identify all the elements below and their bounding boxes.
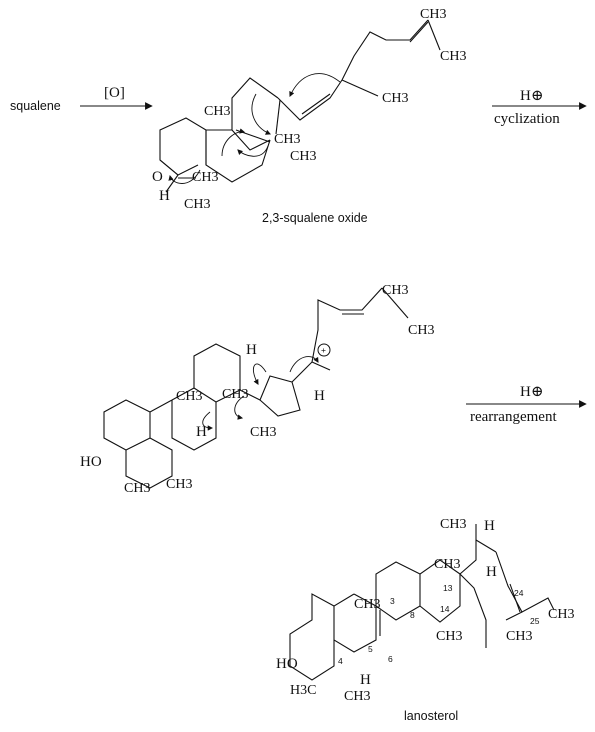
lanosterol-ch3-top: CH3 <box>440 517 466 532</box>
cation-ch3-bottom-a: CH3 <box>124 481 150 496</box>
carbocation-charge-circle <box>317 343 331 357</box>
lanosterol-ch3-right: CH3 <box>548 607 574 622</box>
curved-arrow-3 <box>237 145 269 157</box>
curved-arrow-1 <box>289 73 341 97</box>
lanosterol-ho: HO <box>276 656 298 672</box>
oxidation-reagent: [O] <box>104 85 125 101</box>
lanosterol-num-6: 6 <box>388 654 393 664</box>
lanosterol-num-4: 4 <box>338 656 343 666</box>
epoxide-ch3-mid-right: CH3 <box>382 91 408 106</box>
lanosterol-num-3: 3 <box>390 596 395 606</box>
curved-arrow-2 <box>251 93 271 135</box>
cyclization-reagent: H⊕ <box>520 88 543 104</box>
epoxide-ch3-bottom: CH3 <box>184 197 210 212</box>
epoxide-caption: 2,3-squalene oxide <box>262 211 368 225</box>
epoxide-ch3-ring-a: CH3 <box>204 104 230 119</box>
cation-ch3-bottom-b: CH3 <box>166 477 192 492</box>
curved-arrow-4 <box>221 128 246 157</box>
lanosterol-ch3-c: CH3 <box>436 629 462 644</box>
cyclization-condition: cyclization <box>494 111 560 127</box>
squalene-oxide-structure <box>159 19 441 193</box>
lanosterol-caption: lanosterol <box>404 709 458 723</box>
cation-h-mid: H <box>196 424 207 440</box>
curved-arrow-8 <box>234 395 245 420</box>
lanosterol-num-25: 25 <box>530 616 540 626</box>
squalene-label: squalene <box>10 99 61 113</box>
epoxide-ch3-lower: CH3 <box>192 170 218 185</box>
lanosterol-num-8: 8 <box>410 610 415 620</box>
lanosterol-h-mid: H <box>360 672 371 688</box>
curved-arrow-5 <box>168 169 201 184</box>
cation-ch3-c: CH3 <box>250 425 276 440</box>
epoxide-ch3-ring-c: CH3 <box>290 149 316 164</box>
lanosterol-ch3-a: CH3 <box>434 557 460 572</box>
cation-ho: HO <box>80 454 102 470</box>
curved-arrow-7 <box>253 363 267 385</box>
lanosterol-ch3-b: CH3 <box>354 597 380 612</box>
lanosterol-ch3-bottom-b: CH3 <box>344 689 370 704</box>
lanosterol-num-13: 13 <box>443 583 453 593</box>
rearrangement-reagent: H⊕ <box>520 384 543 400</box>
carbocation-charge: + <box>321 345 326 355</box>
cation-ch3-a: CH3 <box>176 389 202 404</box>
cation-h-top: H <box>246 342 257 358</box>
epoxide-ch3-upper-right: CH3 <box>440 49 466 64</box>
lanosterol-ch3-side: CH3 <box>506 629 532 644</box>
lanosterol-h-ring: H <box>486 564 497 580</box>
lanosterol-num-14: 14 <box>440 604 450 614</box>
cation-h-right: H <box>314 388 325 404</box>
lanosterol-h-top: H <box>484 518 495 534</box>
rearrangement-condition: rearrangement <box>470 409 557 425</box>
curved-arrow-9 <box>202 411 214 431</box>
lanosterol-num-5: 5 <box>368 644 373 654</box>
cation-ch3-top: CH3 <box>382 283 408 298</box>
cation-structure <box>103 287 409 489</box>
epoxide-oxygen: O <box>152 169 163 185</box>
epoxide-ch3-ring-b: CH3 <box>274 132 300 147</box>
curved-arrow-6 <box>289 356 319 373</box>
epoxide-hydrogen: H <box>159 188 170 204</box>
lanosterol-structure <box>289 524 555 681</box>
epoxide-ch3-top: CH3 <box>420 7 446 22</box>
lanosterol-ch3-bottom-a: H3C <box>290 683 316 698</box>
cation-ch3-right: CH3 <box>408 323 434 338</box>
lanosterol-num-24: 24 <box>514 588 524 598</box>
cation-ch3-b: CH3 <box>222 387 248 402</box>
